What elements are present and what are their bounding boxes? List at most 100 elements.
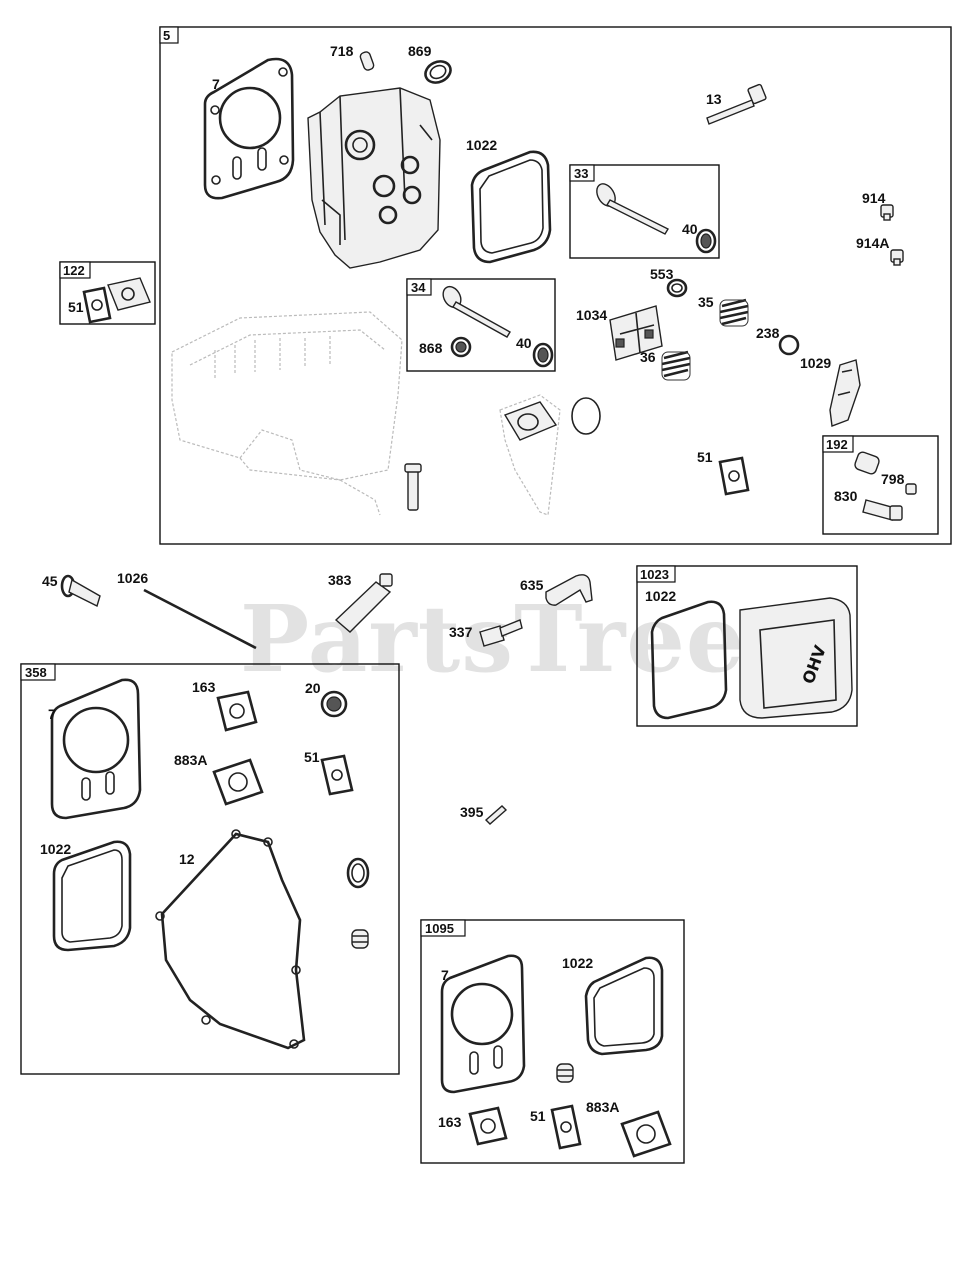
head-gasket-7-group-358[interactable] <box>50 678 142 820</box>
label-1022-group-1095: 1022 <box>562 955 593 971</box>
label-1022-group-358: 1022 <box>40 841 71 857</box>
label-883A-group-358: 883A <box>174 752 207 768</box>
group-1023-box: 1023 <box>636 565 858 727</box>
label-12: 12 <box>179 851 195 867</box>
label-36: 36 <box>640 349 656 365</box>
gasket-51-group-358[interactable] <box>320 754 354 796</box>
label-337: 337 <box>449 624 473 640</box>
spark-plug-boot-383[interactable] <box>334 573 393 633</box>
spring-35[interactable] <box>719 298 749 327</box>
rocker-arm-1029[interactable] <box>829 359 861 427</box>
valve-seal-group-1095[interactable] <box>556 1063 574 1083</box>
o-ring[interactable] <box>571 397 601 435</box>
group-358-label: 358 <box>25 665 47 680</box>
label-1022-group-1023: 1022 <box>645 588 676 604</box>
bolt-13[interactable] <box>706 83 767 125</box>
valve-cover-gasket-1022[interactable] <box>470 150 552 264</box>
label-1029: 1029 <box>800 355 831 371</box>
bushing-192[interactable] <box>854 451 881 475</box>
label-45: 45 <box>42 573 58 589</box>
seal-868[interactable] <box>450 336 472 358</box>
valve-spring-retainer-40-b[interactable] <box>532 342 554 368</box>
gasket-51-group-5[interactable] <box>718 456 750 496</box>
gasket-163-group-1095[interactable] <box>468 1106 508 1146</box>
label-1022-top: 1022 <box>466 137 497 153</box>
valve-cover-gasket-1022-group-358[interactable] <box>52 840 132 952</box>
pin-395[interactable] <box>484 805 508 825</box>
gasket-883A-group-1095[interactable] <box>620 1110 672 1158</box>
group-192-box: 192 <box>822 435 939 535</box>
label-868: 868 <box>419 340 443 356</box>
label-395: 395 <box>460 804 484 820</box>
label-51-group-5: 51 <box>697 449 713 465</box>
spring-36[interactable] <box>661 350 691 381</box>
label-383: 383 <box>328 572 352 588</box>
group-5-label: 5 <box>163 28 170 43</box>
label-914: 914 <box>862 190 886 206</box>
valve-spring-retainer-40-a[interactable] <box>695 228 717 254</box>
label-40-b: 40 <box>516 335 532 351</box>
label-51-group-122: 51 <box>68 299 84 315</box>
label-914A: 914A <box>856 235 889 251</box>
valve-cover-1023[interactable]: OHV <box>739 597 853 719</box>
label-635: 635 <box>520 577 544 593</box>
spark-plug-337[interactable] <box>479 619 523 647</box>
intake-spacer-122[interactable] <box>107 277 151 311</box>
label-1034: 1034 <box>576 307 607 323</box>
label-830: 830 <box>834 488 858 504</box>
label-718: 718 <box>330 43 354 59</box>
pushrod-1026[interactable] <box>143 588 257 650</box>
gasket-163-group-358[interactable] <box>216 690 258 732</box>
pin-830[interactable] <box>862 499 903 521</box>
label-238: 238 <box>756 325 780 341</box>
plate-1034[interactable] <box>609 305 663 361</box>
group-192-label: 192 <box>826 437 848 452</box>
fitting-914A[interactable] <box>890 249 904 266</box>
pin-718[interactable] <box>359 51 375 71</box>
gasket-51-group-122[interactable] <box>82 286 112 324</box>
cylinder-shroud <box>171 311 403 516</box>
cylinder-head[interactable] <box>307 87 441 269</box>
valve-seal-group-358[interactable] <box>351 929 369 949</box>
spark-plug-cap-635[interactable] <box>545 574 593 606</box>
head-gasket-7-group-1095[interactable] <box>440 954 526 1094</box>
valve-cover-gasket-1022-group-1095[interactable] <box>584 956 664 1056</box>
label-51-group-358: 51 <box>304 749 320 765</box>
valve-cover-gasket-1023[interactable] <box>650 600 728 720</box>
label-51-group-1095: 51 <box>530 1108 546 1124</box>
fitting-914[interactable] <box>880 204 894 221</box>
group-33-label: 33 <box>574 166 588 181</box>
label-869: 869 <box>408 43 432 59</box>
seal-553[interactable] <box>666 278 688 298</box>
group-1095-box: 1095 <box>420 919 685 1164</box>
label-163-group-358: 163 <box>192 679 216 695</box>
pushrod-guide-45[interactable] <box>60 574 101 607</box>
group-1023-label: 1023 <box>640 567 669 582</box>
group-5-box: 5 <box>159 26 952 545</box>
gasket-883A-group-358[interactable] <box>212 758 264 806</box>
seal-869[interactable] <box>422 57 454 86</box>
group-1095-label: 1095 <box>425 921 454 936</box>
crankcase-gasket-12[interactable] <box>155 829 306 1050</box>
group-34-box: 34 <box>406 278 556 372</box>
label-1026: 1026 <box>117 570 148 586</box>
intake-adapter[interactable] <box>503 401 558 441</box>
exhaust-valve[interactable] <box>593 181 669 235</box>
label-20: 20 <box>305 680 321 696</box>
label-163-group-1095: 163 <box>438 1114 462 1130</box>
group-122-box: 122 <box>59 261 156 325</box>
oil-seal-group-358[interactable] <box>346 857 370 889</box>
head-gasket-7[interactable] <box>203 57 295 200</box>
gasket-51-group-1095[interactable] <box>550 1104 582 1150</box>
label-798: 798 <box>881 471 905 487</box>
intake-valve[interactable] <box>440 283 511 338</box>
group-33-box: 33 <box>569 164 720 259</box>
cap-798[interactable] <box>905 483 917 495</box>
bolt-shroud[interactable] <box>404 463 422 511</box>
label-883A-group-1095: 883A <box>586 1099 619 1115</box>
seal-20[interactable] <box>320 690 348 718</box>
label-35: 35 <box>698 294 714 310</box>
label-13: 13 <box>706 91 722 107</box>
cap-238[interactable] <box>778 334 800 356</box>
intake-bracket <box>499 394 561 516</box>
